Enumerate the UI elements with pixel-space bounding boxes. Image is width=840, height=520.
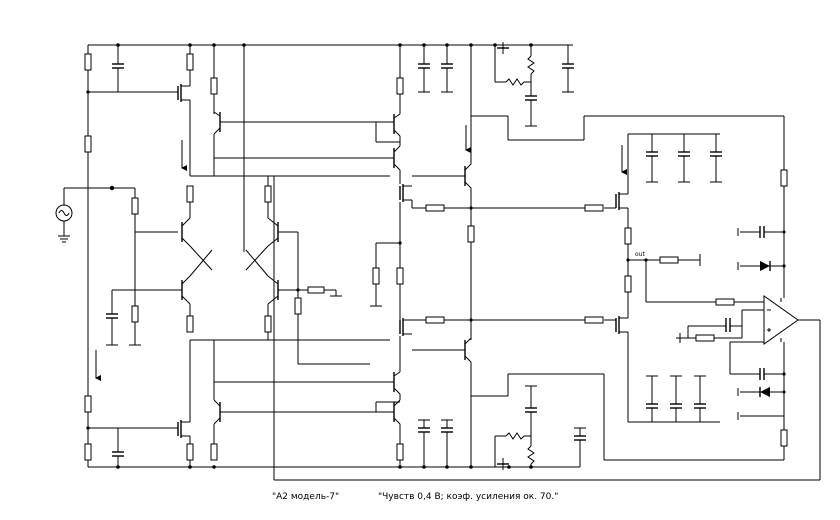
top-bias-network <box>494 42 574 127</box>
diff-pair-left <box>106 202 213 346</box>
opamp-icon <box>676 295 821 481</box>
model-caption: "А2 модель-7" <box>272 492 340 502</box>
output-decoupling <box>646 134 722 422</box>
current-arrows <box>95 125 627 381</box>
left-bias-column <box>84 45 178 467</box>
bottom-power-rail <box>88 465 580 469</box>
input-mosfet-bottom <box>177 315 194 467</box>
output-stage <box>584 133 764 423</box>
out-label: out <box>635 251 645 258</box>
vas-bottom <box>375 316 585 467</box>
top-power-rail <box>88 43 573 47</box>
vas-decoupling <box>418 45 453 467</box>
stage-interconnects <box>190 45 800 481</box>
spec-caption: "Чувств 0,4 В; коэф. усиления ок. 70." <box>378 492 559 502</box>
vas-top <box>370 45 585 320</box>
ac-source-icon <box>55 185 178 243</box>
input-mosfet-top <box>177 45 194 203</box>
diff-pair-right <box>245 176 342 364</box>
bottom-bias-network <box>494 385 586 470</box>
servo-supply <box>730 116 788 460</box>
driver-stage <box>412 45 784 467</box>
